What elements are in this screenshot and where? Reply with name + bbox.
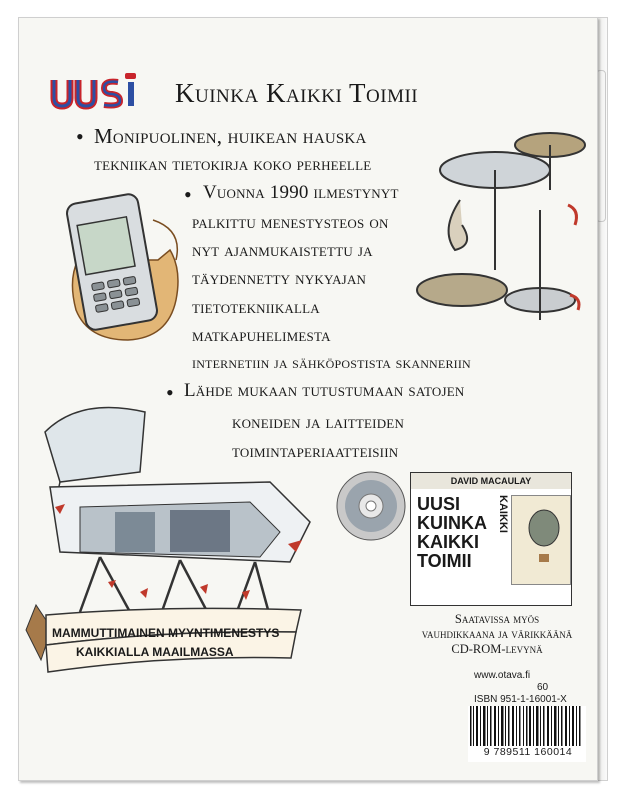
banner-line-2: KAIKKIALLA MAAILMASSA xyxy=(76,645,234,659)
price-code: 60 xyxy=(537,682,549,693)
bullet-dot: • xyxy=(166,380,174,405)
bullet-3-line-3: toimintaperiaatteisiin xyxy=(232,441,399,462)
package-title-line-4: TOIMII xyxy=(417,551,472,571)
gears-illustration xyxy=(416,132,586,320)
banner-line-1: MAMMUTTIMAINEN MYYNTIMENESTYS xyxy=(52,626,280,640)
bullet-2-line-3: nyt ajanmukaistettu ja xyxy=(192,240,373,261)
package-title-line-2: KUINKA xyxy=(417,513,487,533)
bullet-2-line-7: internetiin ja sähköpostista skanneriin xyxy=(192,353,471,372)
barcode-number: 9 789511 160014 xyxy=(470,746,586,758)
cd-rom-text-line-3: CD-ROM-levynä xyxy=(451,642,543,656)
bullet-3-line-2: koneiden ja laitteiden xyxy=(232,412,405,433)
publisher-url: www.otava.fi xyxy=(474,670,531,681)
bullet-1-line-2: tekniikan tietokirja koko perheelle xyxy=(94,154,372,175)
bullet-2-line-6: matkapuhelimesta xyxy=(192,325,331,346)
cd-rom-text-line-1: Saatavissa myös xyxy=(454,612,540,626)
banner-ribbon xyxy=(25,603,302,673)
cd-rom-disc xyxy=(336,471,406,541)
cd-rom-text: Saatavissa myös vauhdikkaana ja värikkää… xyxy=(408,612,586,657)
bullet-2-line-1: Vuonna 1990 ilmestynyt xyxy=(203,182,399,203)
bullet-2-line-2: palkittu menestysteos on xyxy=(192,212,389,233)
bullet-3-line-1: Lähde mukaan tutustumaan satojen xyxy=(184,380,465,401)
bullet-2-line-4: täydennetty nykyajan xyxy=(192,268,367,289)
book-title: Kuinka Kaikki Toimii xyxy=(175,78,419,108)
bullet-1-line-1: Monipuolinen, huikean hauska xyxy=(94,124,367,148)
isbn-number: ISBN 951-1-16001-X xyxy=(474,694,567,705)
bullet-dot: • xyxy=(76,124,84,149)
package-author: DAVID MACAULAY xyxy=(411,473,571,489)
bullet-dot: • xyxy=(184,182,192,207)
package-title-line-1: UUSI xyxy=(417,494,461,514)
flight-simulator-illustration xyxy=(44,406,311,618)
bullet-2-line-5: tietotekniikalla xyxy=(192,297,320,318)
mobile-phone-illustration xyxy=(66,193,179,341)
uusi-logo xyxy=(50,73,136,110)
cd-rom-package: DAVID MACAULAY UUSI KUINKA KAIKKI TOIMII… xyxy=(410,472,572,606)
package-spine-text: KAIKKI xyxy=(497,495,509,533)
package-title-line-3: KAIKKI xyxy=(417,532,479,552)
package-balloon-panel xyxy=(511,495,571,585)
cd-rom-text-line-2: vauhdikkaana ja värikkäänä xyxy=(421,627,573,641)
